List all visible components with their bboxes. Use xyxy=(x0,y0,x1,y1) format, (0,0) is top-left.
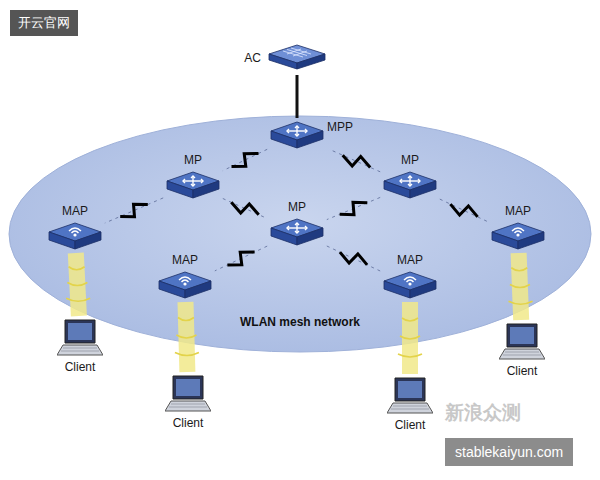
client-laptop: Client xyxy=(165,374,211,430)
device-label: Client xyxy=(173,416,204,430)
lightning-bolt xyxy=(450,204,477,217)
laptop-icon xyxy=(499,322,545,362)
signal-beam xyxy=(76,253,79,316)
device-icon xyxy=(165,170,221,200)
device-label: MP xyxy=(288,200,306,214)
link-path xyxy=(327,197,380,219)
link-path xyxy=(223,199,267,219)
link-path xyxy=(440,199,488,222)
device-label: MP xyxy=(184,153,202,167)
link-path xyxy=(327,246,380,271)
laptop-icon xyxy=(387,376,433,416)
wireless-link xyxy=(223,199,267,219)
device-label: Client xyxy=(507,364,538,378)
signal-arc xyxy=(176,335,196,338)
device-label: MPP xyxy=(327,120,353,134)
lightning-bolt xyxy=(343,155,371,167)
signal-arc xyxy=(509,301,533,304)
signal-beam xyxy=(186,302,188,372)
device-label: MAP xyxy=(505,204,531,218)
lightning-bolt xyxy=(340,202,368,215)
wireless-coverage xyxy=(66,253,90,316)
wireless-link xyxy=(327,246,380,271)
mesh-device: MP xyxy=(269,200,325,247)
device-label: AC xyxy=(244,51,261,65)
signal-arc xyxy=(175,353,199,356)
laptop-icon xyxy=(165,374,211,414)
signal-arc xyxy=(66,298,90,301)
link-path xyxy=(105,198,163,223)
mesh-device: MAP xyxy=(47,204,103,251)
signal-arc xyxy=(511,268,527,271)
device-label: MP xyxy=(401,153,419,167)
link-path xyxy=(223,149,267,170)
laptop-icon xyxy=(57,318,103,358)
signal-arc xyxy=(178,317,194,320)
mesh-device: MP xyxy=(382,153,438,200)
device-icon xyxy=(269,217,325,247)
device-icon xyxy=(490,221,546,251)
signal-arc xyxy=(69,267,85,270)
controller-device: AC xyxy=(244,43,327,73)
wireless-link xyxy=(333,151,381,172)
lightning-bolt xyxy=(227,252,254,265)
signal-beam xyxy=(519,253,522,320)
device-label: Client xyxy=(395,418,426,432)
watermark: 开云官网 xyxy=(10,10,78,36)
mesh-device: MAP xyxy=(157,253,213,300)
client-laptop: Client xyxy=(57,318,103,374)
link-path xyxy=(333,151,381,172)
device-icon xyxy=(47,221,103,251)
lightning-bolt xyxy=(340,252,367,265)
wired-link xyxy=(297,75,298,118)
link-path xyxy=(215,246,267,271)
device-icon xyxy=(382,170,438,200)
watermark: stablekaiyun.com xyxy=(445,438,573,466)
wireless-link xyxy=(223,149,267,170)
device-label: Client xyxy=(65,360,96,374)
client-laptop: Client xyxy=(499,322,545,378)
watermark: 新浪众测 xyxy=(445,400,521,426)
wireless-coverage xyxy=(509,253,533,320)
wireless-link xyxy=(215,246,267,271)
wireless-link xyxy=(327,197,380,219)
device-label: MAP xyxy=(62,204,88,218)
region-label: WLAN mesh network xyxy=(8,315,592,329)
lightning-bolt xyxy=(120,204,148,217)
device-icon xyxy=(382,270,438,300)
signal-arc xyxy=(510,285,530,288)
mesh-device: MAP xyxy=(382,253,438,300)
signal-arc xyxy=(402,318,418,321)
lightning-bolt xyxy=(231,202,258,214)
wireless-link xyxy=(105,198,163,223)
wireless-coverage xyxy=(175,302,199,372)
mesh-network-region: WLAN mesh network MPP MP MP MAP MP MAP MAP MAP xyxy=(8,115,592,353)
signal-arc xyxy=(400,336,420,339)
device-label: MAP xyxy=(172,253,198,267)
wireless-link xyxy=(440,199,488,222)
wireless-coverage xyxy=(398,302,422,374)
device-icon xyxy=(267,43,327,73)
device-icon xyxy=(269,120,325,150)
mesh-device: MP xyxy=(165,153,221,200)
mesh-device: MPP xyxy=(269,120,353,150)
device-label: MAP xyxy=(397,253,423,267)
client-laptop: Client xyxy=(387,376,433,432)
mesh-device: MAP xyxy=(490,204,546,251)
signal-arc xyxy=(398,354,422,357)
signal-arc xyxy=(67,283,87,286)
device-icon xyxy=(157,270,213,300)
cable-line xyxy=(296,75,299,118)
lightning-bolt xyxy=(232,154,259,167)
